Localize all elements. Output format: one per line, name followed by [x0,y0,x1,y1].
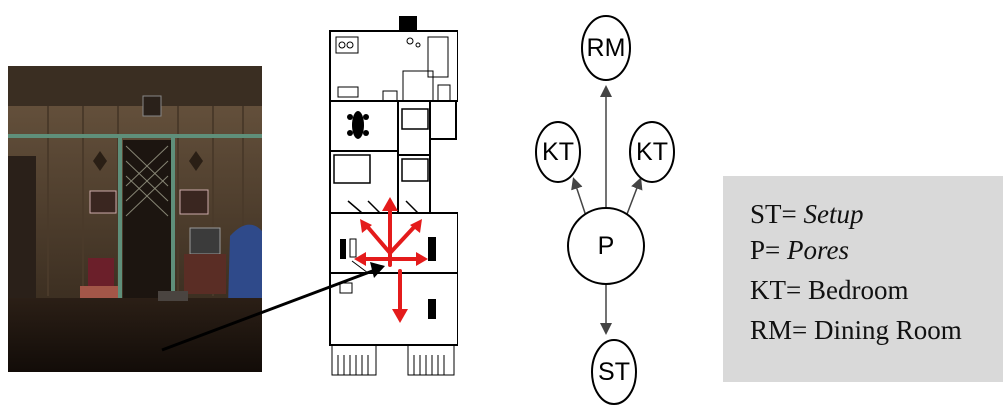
floor-plan [328,15,481,387]
node-kt-right [629,121,675,183]
legend-abbr: ST= [750,199,797,229]
node-st-label: ST [598,358,630,386]
legend-abbr: KT= [750,275,802,305]
legend-term: Bedroom [807,275,909,305]
node-rm-label: RM [586,34,626,62]
node-kt-left [535,121,581,183]
legend-abbr: RM= [750,315,808,345]
legend-abbr: P= [750,235,781,265]
node-rm [581,15,631,81]
spatial-graph: RM KT KT P ST [520,0,720,408]
legend-item-rm: RM= Dining Room [750,314,962,346]
node-kt-right-label: KT [636,138,668,166]
legend-item-kt: KT= Bedroom [750,274,908,306]
legend-item-st: ST= Setup [750,198,864,230]
interior-photo [8,66,262,372]
node-st [591,339,637,405]
node-p [567,207,645,285]
legend-term: Pores [787,235,849,265]
node-p-label: P [597,232,615,260]
node-kt-left-label: KT [542,138,574,166]
legend-box: ST= Setup P= Pores KT= Bedroom RM= Dinin… [723,176,1003,382]
legend-item-p: P= Pores [750,234,849,266]
legend-term: Dining Room [814,315,962,345]
legend-term: Setup [803,199,864,229]
